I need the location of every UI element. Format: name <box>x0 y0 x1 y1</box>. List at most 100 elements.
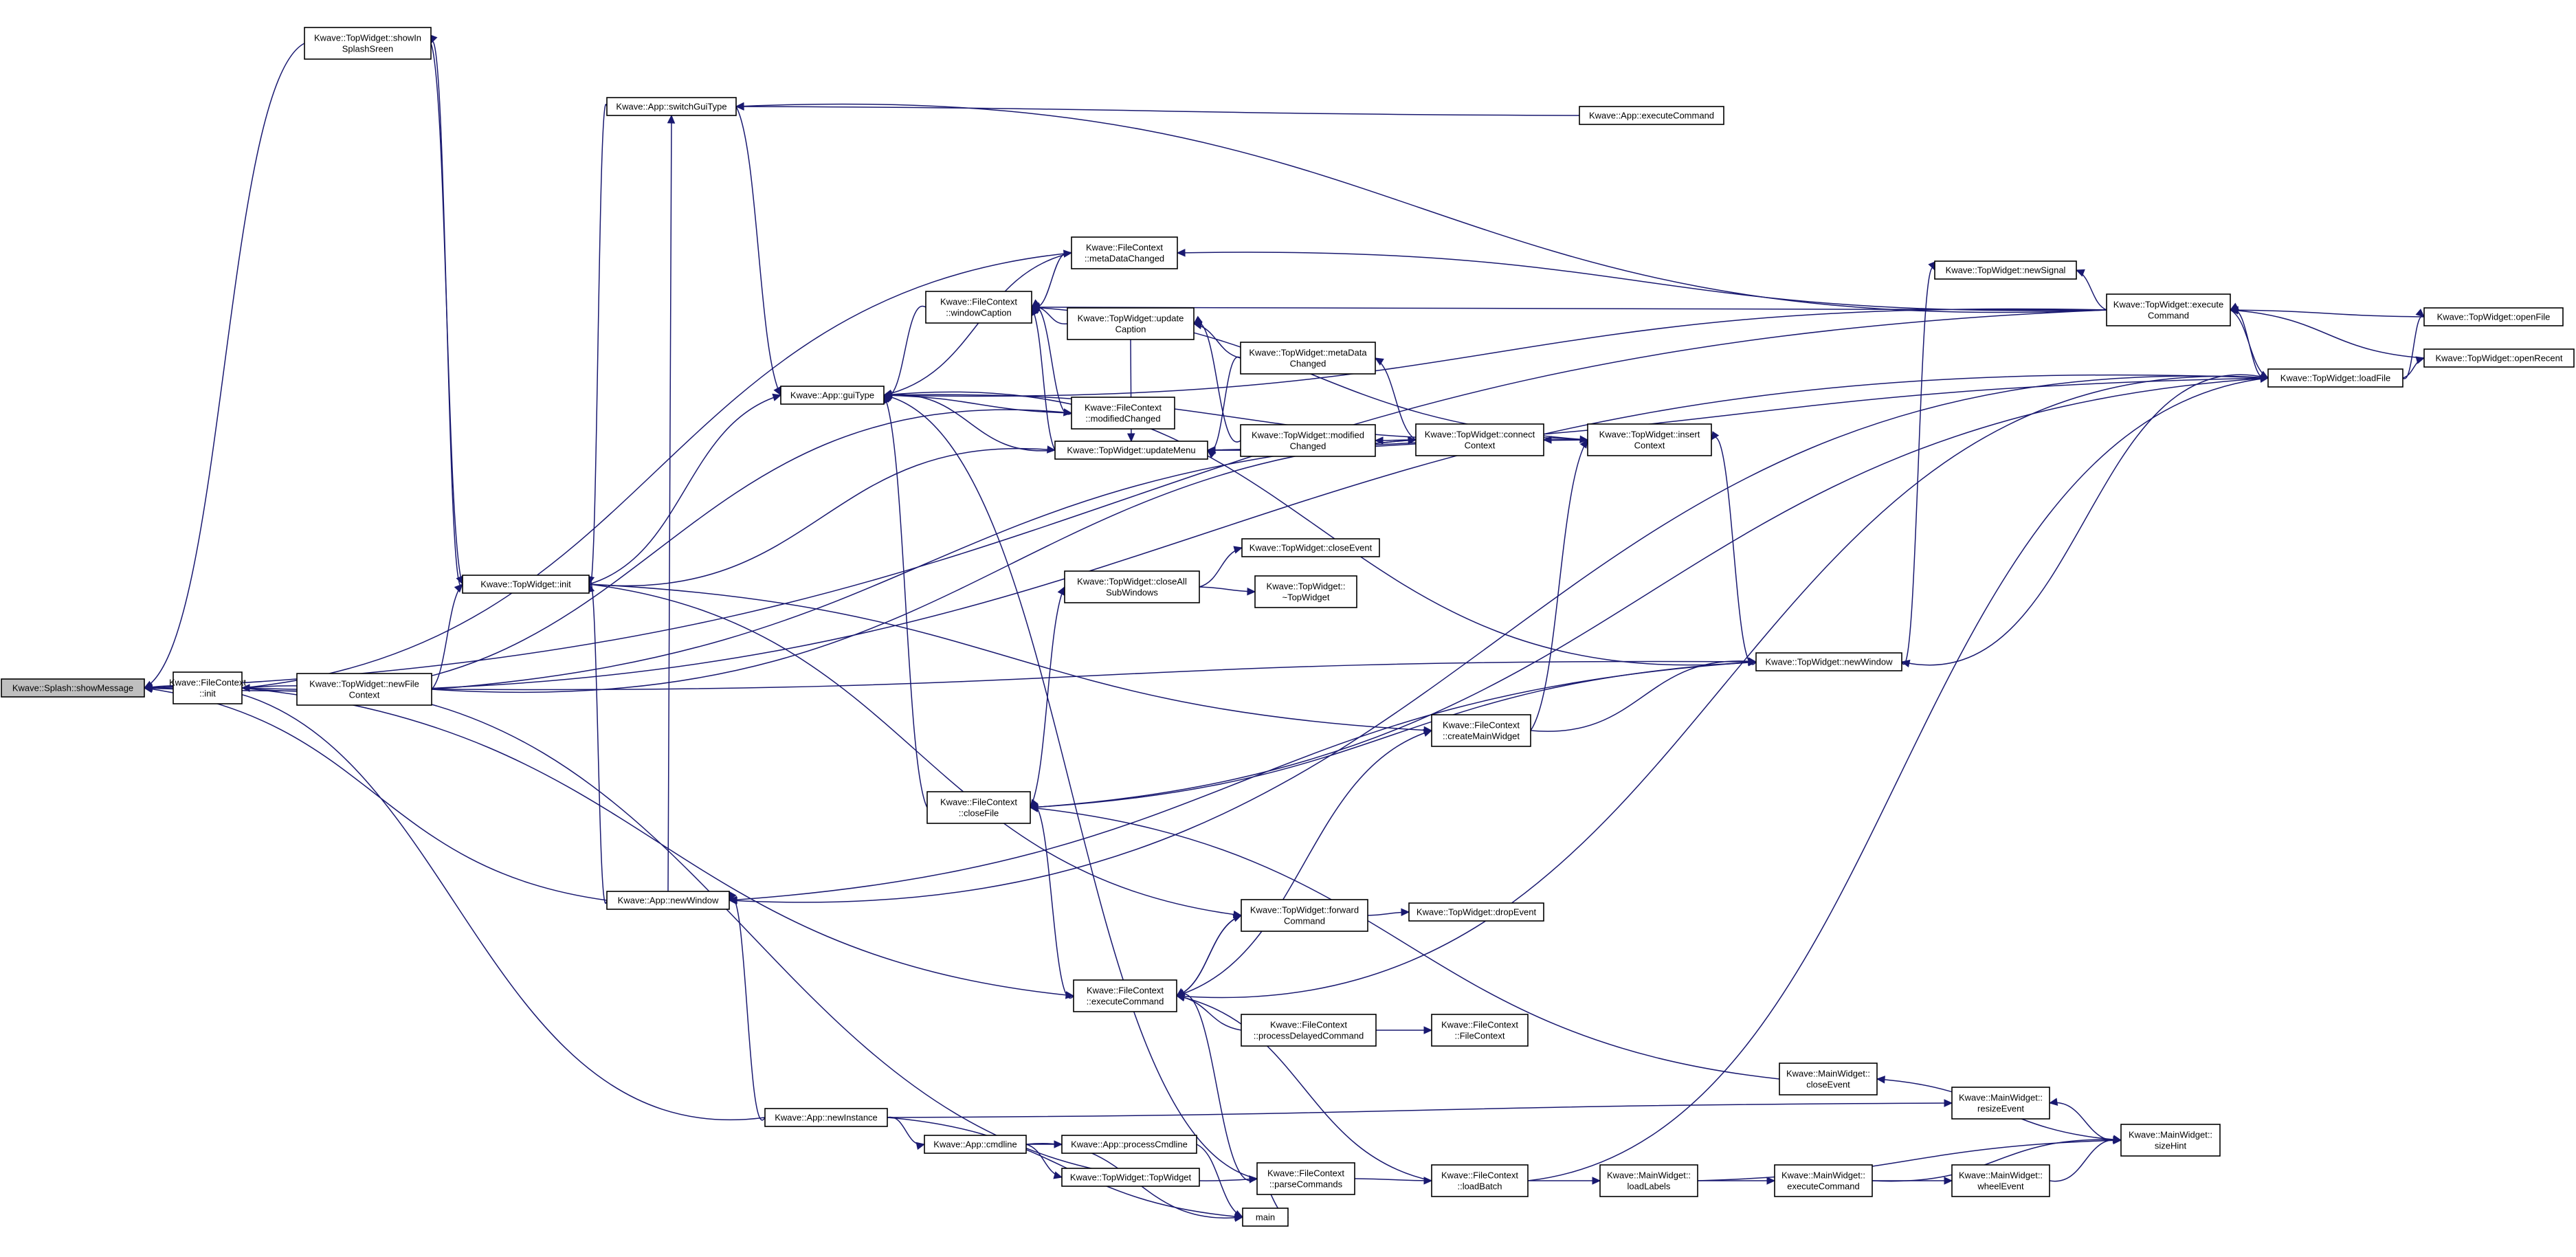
node-load-labels[interactable]: Kwave::MainWidget::loadLabels <box>1599 1164 1698 1197</box>
node-update-menu[interactable]: Kwave::TopWidget::updateMenu <box>1054 441 1208 460</box>
call-edge <box>1176 993 1258 1181</box>
node-load-file[interactable]: Kwave::TopWidget::loadFile <box>2267 368 2403 388</box>
node-meta-data-changed-f-c[interactable]: Kwave::FileContext::metaDataChanged <box>1071 236 1178 269</box>
arrowhead <box>1900 659 1911 668</box>
arrowhead <box>1876 1076 1885 1084</box>
node-label: Command <box>2148 311 2189 321</box>
node-close-event-m-w[interactable]: Kwave::MainWidget::closeEvent <box>1779 1063 1878 1095</box>
node-label: Context <box>1634 441 1665 451</box>
node-box <box>1240 424 1376 457</box>
node-box <box>1579 106 1724 125</box>
node-meta-data-changed-t-w[interactable]: Kwave::TopWidget::metaDataChanged <box>1240 342 1376 375</box>
node-execute-command-f-c[interactable]: Kwave::FileContext::executeCommand <box>1073 979 1177 1012</box>
call-edge <box>241 252 1072 689</box>
arrowhead <box>1234 1210 1244 1218</box>
call-edge <box>1176 730 1432 997</box>
node-label: Kwave::FileContext <box>1085 403 1162 413</box>
call-edge <box>241 685 1258 1181</box>
node-label: Kwave::TopWidget::newFile <box>309 679 419 689</box>
node-drop-event[interactable]: Kwave::TopWidget::dropEvent <box>1408 902 1544 922</box>
edge-layer <box>143 34 2425 1222</box>
node-create-main-widget[interactable]: Kwave::FileContext::createMainWidget <box>1431 714 1531 747</box>
node-box <box>462 575 590 594</box>
node-box <box>1071 397 1175 430</box>
node-box <box>1241 1014 1377 1047</box>
arrowhead <box>1401 908 1410 917</box>
arrowhead <box>1233 546 1243 554</box>
node-tw-ctor[interactable]: Kwave::TopWidget::TopWidget <box>1061 1168 1200 1187</box>
node-size-hint[interactable]: Kwave::MainWidget::sizeHint <box>2120 1124 2221 1157</box>
node-cmdline[interactable]: Kwave::App::cmdline <box>924 1135 1027 1154</box>
node-gui-type[interactable]: Kwave::App::guiType <box>780 386 885 405</box>
node-process-delayed[interactable]: Kwave::FileContext::processDelayedComman… <box>1241 1014 1377 1047</box>
node-box <box>1587 423 1712 456</box>
node-box <box>1254 575 1357 608</box>
call-edge <box>588 583 1242 916</box>
node-box <box>925 291 1032 324</box>
node-box <box>1951 1087 2050 1120</box>
node-label: Kwave::App::cmdline <box>933 1139 1017 1150</box>
node-layer: Kwave::Splash::showMessageKwave::FileCon… <box>1 27 2575 1227</box>
node-label: Kwave::FileContext <box>1270 1020 1347 1030</box>
node-box <box>1774 1164 1873 1197</box>
node-label: ::closeFile <box>959 808 999 819</box>
node-modified-changed-f-c[interactable]: Kwave::FileContext::modifiedChanged <box>1071 397 1175 430</box>
node-execute-command-t-w[interactable]: Kwave::TopWidget::executeCommand <box>2106 293 2231 326</box>
node-wheel-event[interactable]: Kwave::MainWidget::wheelEvent <box>1951 1164 2050 1197</box>
node-resize-event[interactable]: Kwave::MainWidget::resizeEvent <box>1951 1087 2050 1120</box>
call-edge <box>241 687 1074 997</box>
node-main[interactable]: main <box>1242 1208 1289 1227</box>
node-window-caption[interactable]: Kwave::FileContext::windowCaption <box>925 291 1032 324</box>
node-fc-init[interactable]: Kwave::FileContext::init <box>169 671 246 704</box>
call-edge <box>431 660 1757 691</box>
node-label: Kwave::App::processCmdline <box>1071 1139 1188 1150</box>
node-close-event-t-w[interactable]: Kwave::TopWidget::closeEvent <box>1241 538 1380 557</box>
node-label: Kwave::Splash::showMessage <box>12 683 133 693</box>
node-fc-ctor[interactable]: Kwave::FileContext::FileContext <box>1431 1014 1529 1047</box>
call-edge <box>431 439 1417 690</box>
call-edge <box>241 409 1072 692</box>
node-load-batch[interactable]: Kwave::FileContext::loadBatch <box>1431 1164 1529 1197</box>
node-process-cmdline[interactable]: Kwave::App::processCmdline <box>1061 1135 1197 1154</box>
node-label: Kwave::TopWidget::TopWidget <box>1070 1172 1192 1183</box>
node-close-file[interactable]: Kwave::FileContext::closeFile <box>926 791 1031 824</box>
node-new-window-app[interactable]: Kwave::App::newWindow <box>606 891 730 910</box>
node-label: Caption <box>1115 324 1146 335</box>
node-execute-command-app[interactable]: Kwave::App::executeCommand <box>1579 106 1724 125</box>
node-parse-commands[interactable]: Kwave::FileContext::parseCommands <box>1256 1162 1355 1195</box>
call-edge <box>729 897 766 1121</box>
node-label: Kwave::FileContext <box>1441 1020 1518 1030</box>
node-new-signal[interactable]: Kwave::TopWidget::newSignal <box>1934 260 2077 280</box>
node-label: ::loadBatch <box>1457 1181 1502 1192</box>
node-new-instance[interactable]: Kwave::App::newInstance <box>764 1108 888 1127</box>
node-dtor-t-w[interactable]: Kwave::TopWidget::~TopWidget <box>1254 575 1357 608</box>
node-box <box>173 671 243 704</box>
call-edge <box>431 436 1588 693</box>
node-open-recent[interactable]: Kwave::TopWidget::openRecent <box>2423 348 2575 368</box>
arrowhead <box>2112 1135 2122 1143</box>
arrowhead <box>1423 1026 1433 1034</box>
node-label: main <box>1256 1212 1275 1223</box>
node-tw-init[interactable]: Kwave::TopWidget::init <box>462 575 590 594</box>
node-label: ::modifiedChanged <box>1085 414 1160 424</box>
call-edge <box>1207 356 1241 452</box>
node-modified-changed-t-w[interactable]: Kwave::TopWidget::modifiedChanged <box>1240 424 1376 457</box>
node-switch-gui-type[interactable]: Kwave::App::switchGuiType <box>606 97 737 116</box>
node-box <box>1242 1208 1289 1227</box>
node-label: Kwave::App::newWindow <box>618 896 719 906</box>
node-new-window-t-w[interactable]: Kwave::TopWidget::newWindow <box>1755 652 1902 671</box>
node-show-message[interactable]: Kwave::Splash::showMessage <box>1 678 145 698</box>
node-label: Kwave::App::executeCommand <box>1589 111 1714 121</box>
node-box <box>1408 902 1544 922</box>
node-execute-command-m-w[interactable]: Kwave::MainWidget::executeCommand <box>1774 1164 1873 1197</box>
node-open-file[interactable]: Kwave::TopWidget::openFile <box>2423 307 2564 326</box>
call-edge <box>1031 307 1056 451</box>
